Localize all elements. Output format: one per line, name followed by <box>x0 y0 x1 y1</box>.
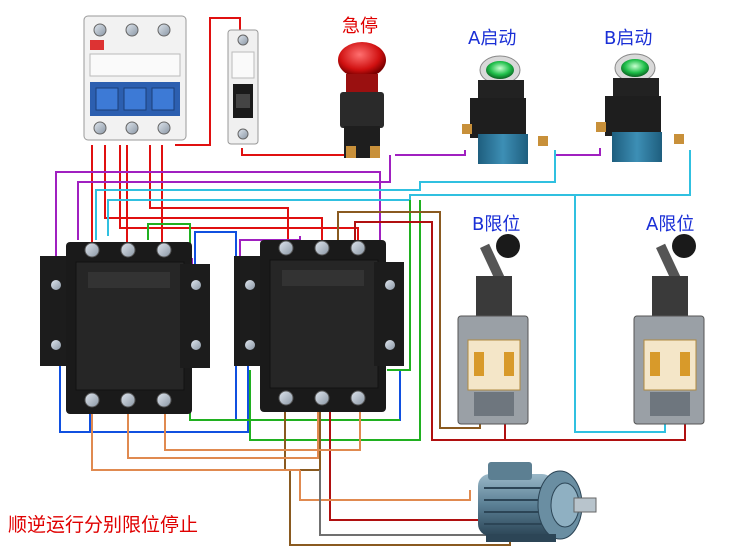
wire-green-3 <box>249 200 421 441</box>
wire-purple-4 <box>555 148 601 156</box>
start-button-icon <box>596 53 684 162</box>
wire-orange-2 <box>127 405 319 459</box>
b-limit-label: B限位 <box>472 214 521 235</box>
wire-darkred-1 <box>354 221 506 441</box>
b-start-label: B启动 <box>604 28 653 49</box>
wire-darkred-2 <box>505 420 686 441</box>
start-button-icon <box>462 55 548 164</box>
wire-orange-4 <box>299 470 471 501</box>
contactor-icon <box>40 242 210 414</box>
diagram-caption: 顺逆运行分别限位停止 <box>8 514 199 536</box>
wire-cyan-1 <box>95 150 556 240</box>
wire-gray-1 <box>319 470 490 536</box>
emergency-stop-label: 急停 <box>342 16 378 37</box>
wire-orange-3 <box>164 405 361 451</box>
wire-red-5 <box>175 140 211 146</box>
emergency-stop-button-icon <box>338 42 386 158</box>
a-limit-label: A限位 <box>646 214 695 235</box>
wire-red-4 <box>209 17 241 140</box>
motor-icon <box>478 462 597 542</box>
wire-brown-1 <box>337 211 481 429</box>
limit-switch-icon <box>457 234 529 425</box>
wires <box>55 17 691 546</box>
wire-brown-3 <box>289 470 511 546</box>
wire-purple-1 <box>395 150 466 156</box>
wire-red-6 <box>149 145 289 242</box>
wire-blue-1 <box>59 360 249 433</box>
single-pole-breaker-icon <box>227 29 259 145</box>
wire-orange-1 <box>91 405 300 471</box>
wire-darkred-3 <box>329 405 480 521</box>
wire-green-4 <box>387 200 411 371</box>
wire-purple-3 <box>77 155 391 240</box>
circuit-breaker-icon <box>83 15 187 141</box>
wire-purple-2 <box>55 171 381 270</box>
a-start-label: A启动 <box>468 28 517 49</box>
wire-red-8 <box>119 145 359 242</box>
wire-cyan-2 <box>574 150 691 433</box>
limit-switch-icon <box>633 234 705 425</box>
wire-brown-2 <box>284 405 321 471</box>
contactor-icon <box>234 240 404 412</box>
